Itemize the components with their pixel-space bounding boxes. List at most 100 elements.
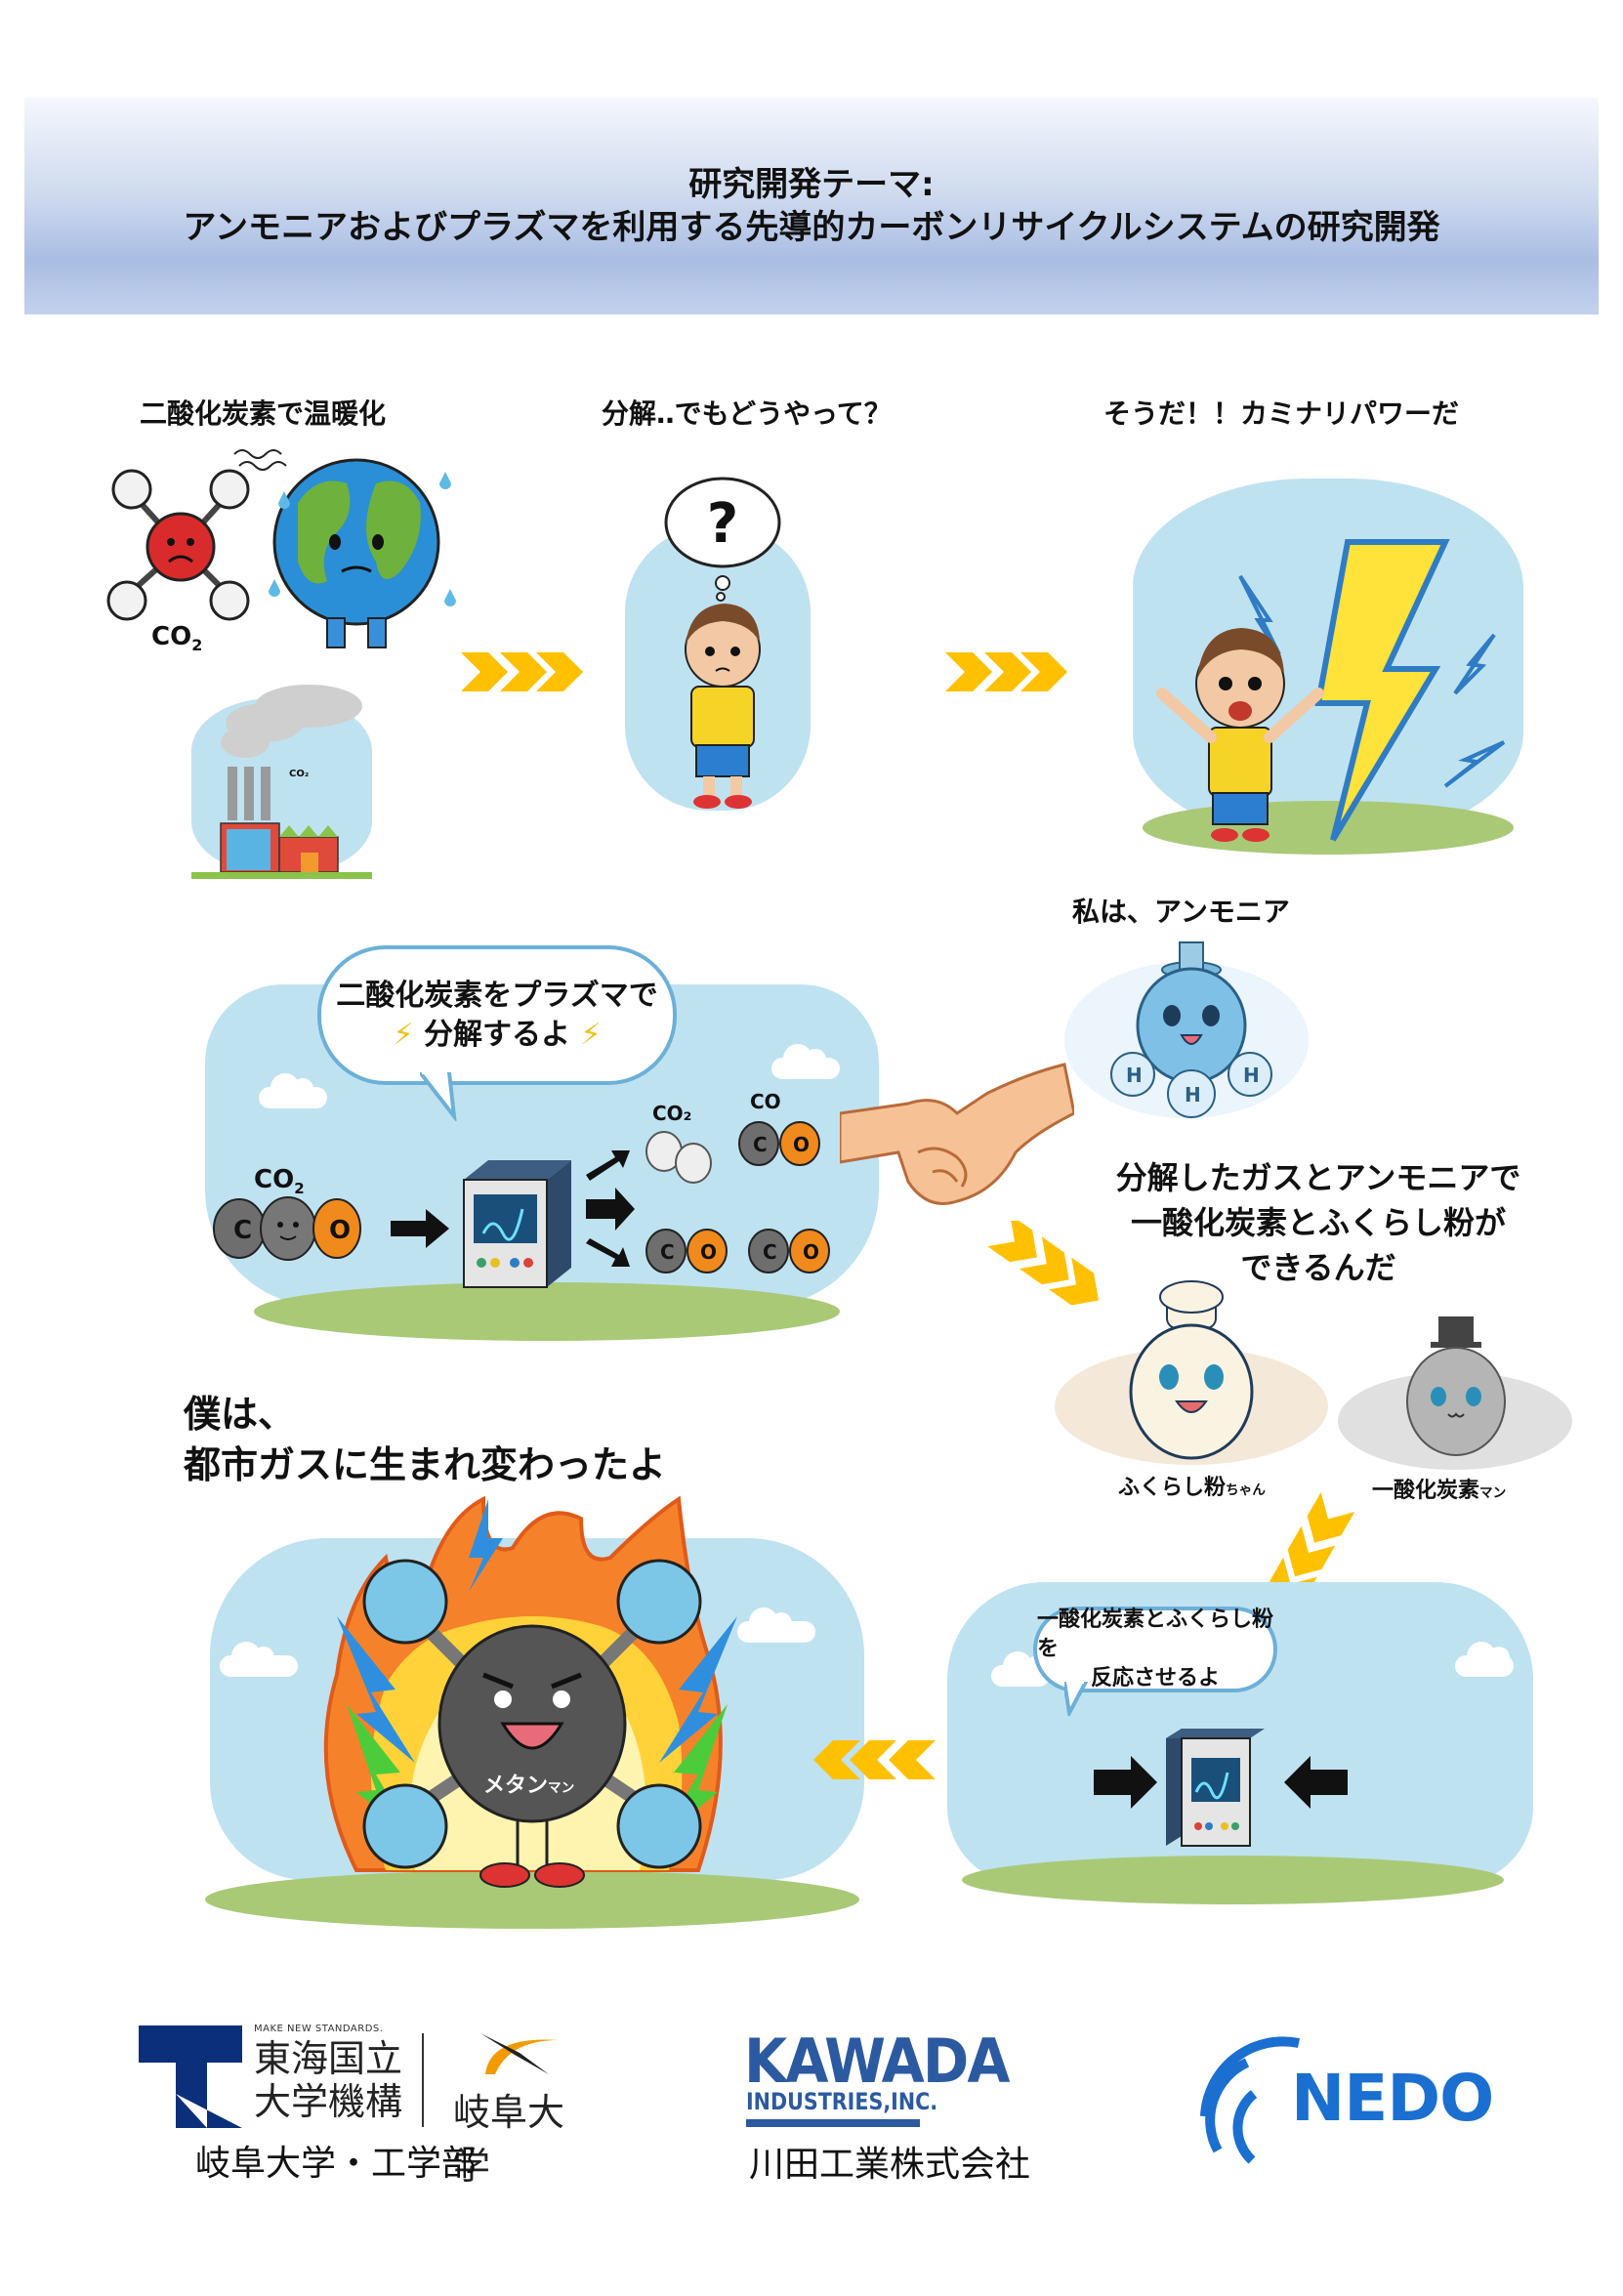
- handshake-icon: [840, 1063, 1074, 1205]
- o2-molecule-icon: [645, 1131, 712, 1184]
- svg-text:O: O: [793, 1133, 810, 1156]
- svg-text:C: C: [233, 1216, 252, 1245]
- gifu-faculty-caption: 岐阜大学・工学部: [195, 2144, 478, 2184]
- kawada-caption: 川田工業株式会社: [749, 2145, 1031, 2185]
- cloud: [737, 1607, 815, 1643]
- synthesis-reactor-icon: [1094, 1729, 1348, 1847]
- baking-powder-name: ふくらし粉: [1118, 1476, 1227, 1500]
- svg-text:O: O: [803, 1240, 819, 1264]
- methane-caption: 僕は、 都市ガスに生まれ変わったよ: [184, 1389, 666, 1490]
- methane-caption-line2: 都市ガスに生まれ変わったよ: [184, 1443, 667, 1486]
- carbon-monoxide-label: 一酸化炭素マン: [1372, 1473, 1506, 1504]
- lightning-bolt-icon: [1156, 539, 1506, 842]
- caption-lightning-power: そうだ！！カミナリパワーだ: [1103, 397, 1460, 430]
- carbon-monoxide-suffix: マン: [1479, 1485, 1507, 1501]
- bubble-tail: [420, 1072, 457, 1121]
- chevron-right-icon: [945, 652, 1067, 691]
- bubble-plasma-line1: 二酸化炭素をプラズマで: [336, 978, 658, 1013]
- output-co2-label: CO₂: [652, 1102, 692, 1125]
- baking-powder-icon: [1055, 1280, 1328, 1465]
- svg-text:C: C: [753, 1133, 768, 1156]
- co-molecule-icon: C O: [645, 1229, 728, 1273]
- methane-scene: メタンマン: [190, 1480, 874, 1939]
- carbon-monoxide-character: 一酸化炭素マン: [1333, 1309, 1577, 1504]
- tokai-t-logo-icon: [139, 2025, 242, 2128]
- carbon-monoxide-name: 一酸化炭素: [1372, 1479, 1480, 1503]
- svg-text:H: H: [1126, 1064, 1143, 1087]
- logo-divider: [422, 2033, 424, 2127]
- output-co-label: CO: [750, 1090, 781, 1113]
- plasma-decomposition-scene: 二酸化炭素をプラズマで ⚡ 分解するよ ⚡ CO2 C O CO₂ CO: [195, 926, 879, 1373]
- gifu-univ-name: 岐阜大学: [453, 2091, 565, 2188]
- boy2-ground: [1143, 801, 1514, 855]
- reaction-caption-line2: 一酸化炭素とふくらし粉が: [1130, 1204, 1506, 1241]
- svg-text:O: O: [329, 1216, 351, 1245]
- co-molecule-icon: C O: [748, 1229, 830, 1273]
- chevron-down-right-icon: [987, 1221, 1100, 1306]
- tokai-name: 東海国立 大学機構: [254, 2037, 402, 2123]
- speech-bubble-plasma: 二酸化炭素をプラズマで ⚡ 分解するよ ⚡: [317, 945, 677, 1085]
- bubble-plasma-line2: 分解するよ: [424, 1017, 570, 1052]
- co2-label: CO2: [151, 622, 202, 654]
- co-molecule-icon: C O: [738, 1121, 820, 1166]
- title-line-1: 研究開発テーマ:: [688, 165, 935, 204]
- co2-label-sub: 2: [191, 636, 203, 655]
- reaction-caption-line3: できるんだ: [1240, 1249, 1396, 1286]
- caption-how-to-decompose: 分解‥でもどうやって？: [602, 397, 892, 430]
- bubble-plasma-line2-wrap: ⚡ 分解するよ ⚡: [393, 1016, 601, 1055]
- kawada-sub: INDUSTRIES,INC.: [746, 2088, 938, 2115]
- tokai-gifu-logo: MAKE NEW STANDARDS. 東海国立 大学機構 岐阜大学 岐阜大学・…: [139, 2024, 598, 2188]
- cloud: [1455, 1642, 1514, 1677]
- bubble-reactor-line2: 反応させるよ: [1090, 1666, 1220, 1691]
- plasma-ground: [254, 1282, 840, 1341]
- plasma-reactor-icon: [463, 1160, 571, 1288]
- co2-molecule-icon: C O: [213, 1196, 361, 1261]
- co2-earth-illustration: CO2: [93, 415, 464, 654]
- svg-text:H: H: [1185, 1083, 1201, 1106]
- tokai-tagline: MAKE NEW STANDARDS.: [254, 2024, 384, 2034]
- co2-molecule-icon: [106, 449, 456, 648]
- ammonia-molecule-icon: H H H: [1064, 941, 1309, 1118]
- kawada-underline: [746, 2119, 920, 2127]
- cloud: [220, 1642, 298, 1677]
- reaction-caption-line1: 分解したガスとアンモニアで: [1115, 1159, 1521, 1196]
- bubble-tail: [1064, 1682, 1089, 1716]
- tokai-name-line1: 東海国立: [254, 2037, 403, 2080]
- chevron-left-icon: [813, 1740, 936, 1779]
- factory-icon: [191, 685, 372, 879]
- caption-co2-warming: 二酸化炭素で温暖化: [140, 397, 387, 430]
- boy-thinking-icon: ?: [664, 477, 781, 809]
- baking-powder-suffix: ちゃん: [1226, 1482, 1266, 1498]
- output-arrows-icon: [586, 1150, 635, 1267]
- svg-text:C: C: [660, 1240, 675, 1264]
- title-line-2: アンモニアおよびプラズマを利用する先導的カーボンリサイクルシステムの研究開発: [183, 208, 1440, 247]
- methane-label: メタンマン: [483, 1768, 574, 1799]
- methane-caption-line1: 僕は、: [184, 1393, 296, 1436]
- cloud: [771, 1044, 840, 1079]
- svg-text:H: H: [1243, 1064, 1260, 1087]
- arrow-right-icon: [391, 1209, 449, 1248]
- svg-text:O: O: [700, 1240, 717, 1264]
- ammonia-character: H H H: [1055, 933, 1318, 1128]
- gifu-univ-emblem-icon: [480, 2033, 559, 2074]
- chevron-right-icon: [461, 652, 583, 691]
- methane-label-suffix: マン: [548, 1780, 575, 1796]
- synthesis-reactor-scene: 一酸化炭素とふくらし粉を 反応させるよ: [918, 1553, 1543, 1943]
- factory-co2-label: CO₂: [289, 769, 310, 779]
- question-mark: ?: [707, 492, 738, 556]
- tokai-name-line2: 大学機構: [254, 2080, 403, 2123]
- baking-powder-character: ふくらし粉ちゃん: [1050, 1279, 1333, 1504]
- bolt-icon: ⚡: [393, 1017, 414, 1052]
- input-co2-label: CO2: [254, 1165, 305, 1197]
- svg-text:C: C: [763, 1240, 777, 1264]
- cloud: [259, 1073, 327, 1108]
- bolt-icon: ⚡: [580, 1017, 602, 1052]
- title-banner: 研究開発テーマ: アンモニアおよびプラズマを利用する先導的カーボンリサイクルシス…: [24, 98, 1599, 314]
- nedo-arcs-icon: [1200, 2036, 1301, 2164]
- kawada-name: KAWADA: [744, 2025, 1011, 2097]
- speech-bubble-reactor: 一酸化炭素とふくらし粉を 反応させるよ: [1033, 1607, 1277, 1692]
- methane-man-icon: [323, 1495, 737, 1888]
- nedo-name: NEDO: [1291, 2061, 1494, 2136]
- input-co2-sub: 2: [294, 1180, 305, 1198]
- baking-powder-label: ふくらし粉ちゃん: [1118, 1470, 1266, 1501]
